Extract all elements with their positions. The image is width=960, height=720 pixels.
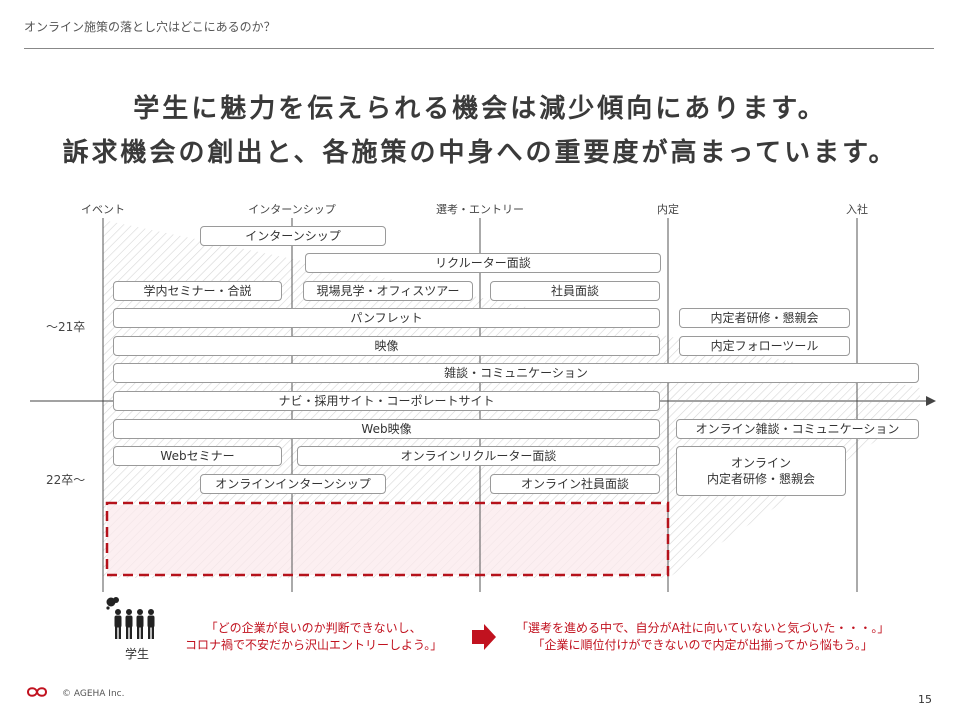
phase-label-internship: インターンシップ — [248, 203, 336, 216]
box-pamphlet: パンフレット — [113, 308, 660, 328]
quote-left-line1: 「どの企業が良いのか判断できないし、 — [205, 621, 422, 635]
students-icon — [114, 609, 155, 639]
highlight-area — [107, 505, 668, 575]
phase-label-offer: 内定 — [657, 203, 679, 216]
box-online-offer-line1: オンライン — [730, 456, 791, 470]
quote-right-line1: 「選考を進める中で、自分がA社に向いていないと気づいた・・・。」 — [516, 621, 890, 635]
box-chat-communication: 雑談・コミュニケーション — [113, 363, 919, 383]
box-web-seminar: Webセミナー — [113, 446, 282, 466]
box-internship: インターンシップ — [200, 226, 386, 246]
ageha-logo-icon — [26, 687, 48, 697]
box-web-video: Web映像 — [113, 419, 660, 439]
box-navi-site: ナビ・採用サイト・コーポレートサイト — [113, 391, 660, 411]
box-site-tour: 現場見学・オフィスツアー — [303, 281, 473, 301]
box-offer-training: 内定者研修・懇親会 — [679, 308, 850, 328]
box-online-offer-line2: 内定者研修・懇親会 — [706, 472, 815, 486]
era-label-after: 22卒～ — [46, 473, 86, 487]
box-online-chat: オンライン雑談・コミュニケーション — [676, 419, 919, 439]
thinking-icon — [106, 597, 119, 610]
quote-right-line2: 「企業に順位付けができないので内定が出揃ってから悩もう。」 — [532, 638, 873, 652]
axis-arrow-head — [926, 396, 936, 406]
page-number: 15 — [918, 693, 932, 706]
copyright: © AGEHA Inc. — [62, 689, 125, 699]
student-label: 学生 — [125, 647, 150, 661]
headline-line-2: 訴求機会の創出と、各施策の中身への重要度が高まっています。 — [62, 138, 898, 168]
box-video: 映像 — [113, 336, 660, 356]
quote-left-line2: コロナ禍で不安だから沢山エントリーしよう。」 — [185, 638, 443, 652]
box-online-employee: オンライン社員面談 — [490, 474, 660, 494]
right-arrow-icon — [472, 624, 496, 650]
era-label-before: ～21卒 — [46, 320, 86, 334]
headline-line-1: 学生に魅力を伝えられる機会は減少傾向にあります。 — [133, 94, 827, 124]
box-employee-interview: 社員面談 — [490, 281, 660, 301]
phase-label-join: 入社 — [846, 203, 868, 216]
box-online-offer-training: オンライン 内定者研修・懇親会 — [676, 446, 846, 496]
quote-left: 「どの企業が良いのか判断できないし、 コロナ禍で不安だから沢山エントリーしよう。… — [185, 620, 442, 654]
phase-label-selection: 選考・エントリー — [436, 203, 524, 216]
box-recruiter-interview: リクルーター面談 — [305, 253, 661, 273]
box-online-internship: オンラインインターンシップ — [200, 474, 386, 494]
phase-label-event: イベント — [81, 203, 125, 216]
quote-right: 「選考を進める中で、自分がA社に向いていないと気づいた・・・。」 「企業に順位付… — [516, 620, 889, 654]
dashed-highlight-box — [105, 501, 670, 577]
box-campus-seminar: 学内セミナー・合説 — [113, 281, 282, 301]
box-offer-follow-tool: 内定フォローツール — [679, 336, 850, 356]
slide-section-title: オンライン施策の落とし穴はどこにあるのか？ — [24, 20, 276, 34]
header-divider — [24, 48, 934, 49]
box-online-recruiter: オンラインリクルーター面談 — [297, 446, 660, 466]
